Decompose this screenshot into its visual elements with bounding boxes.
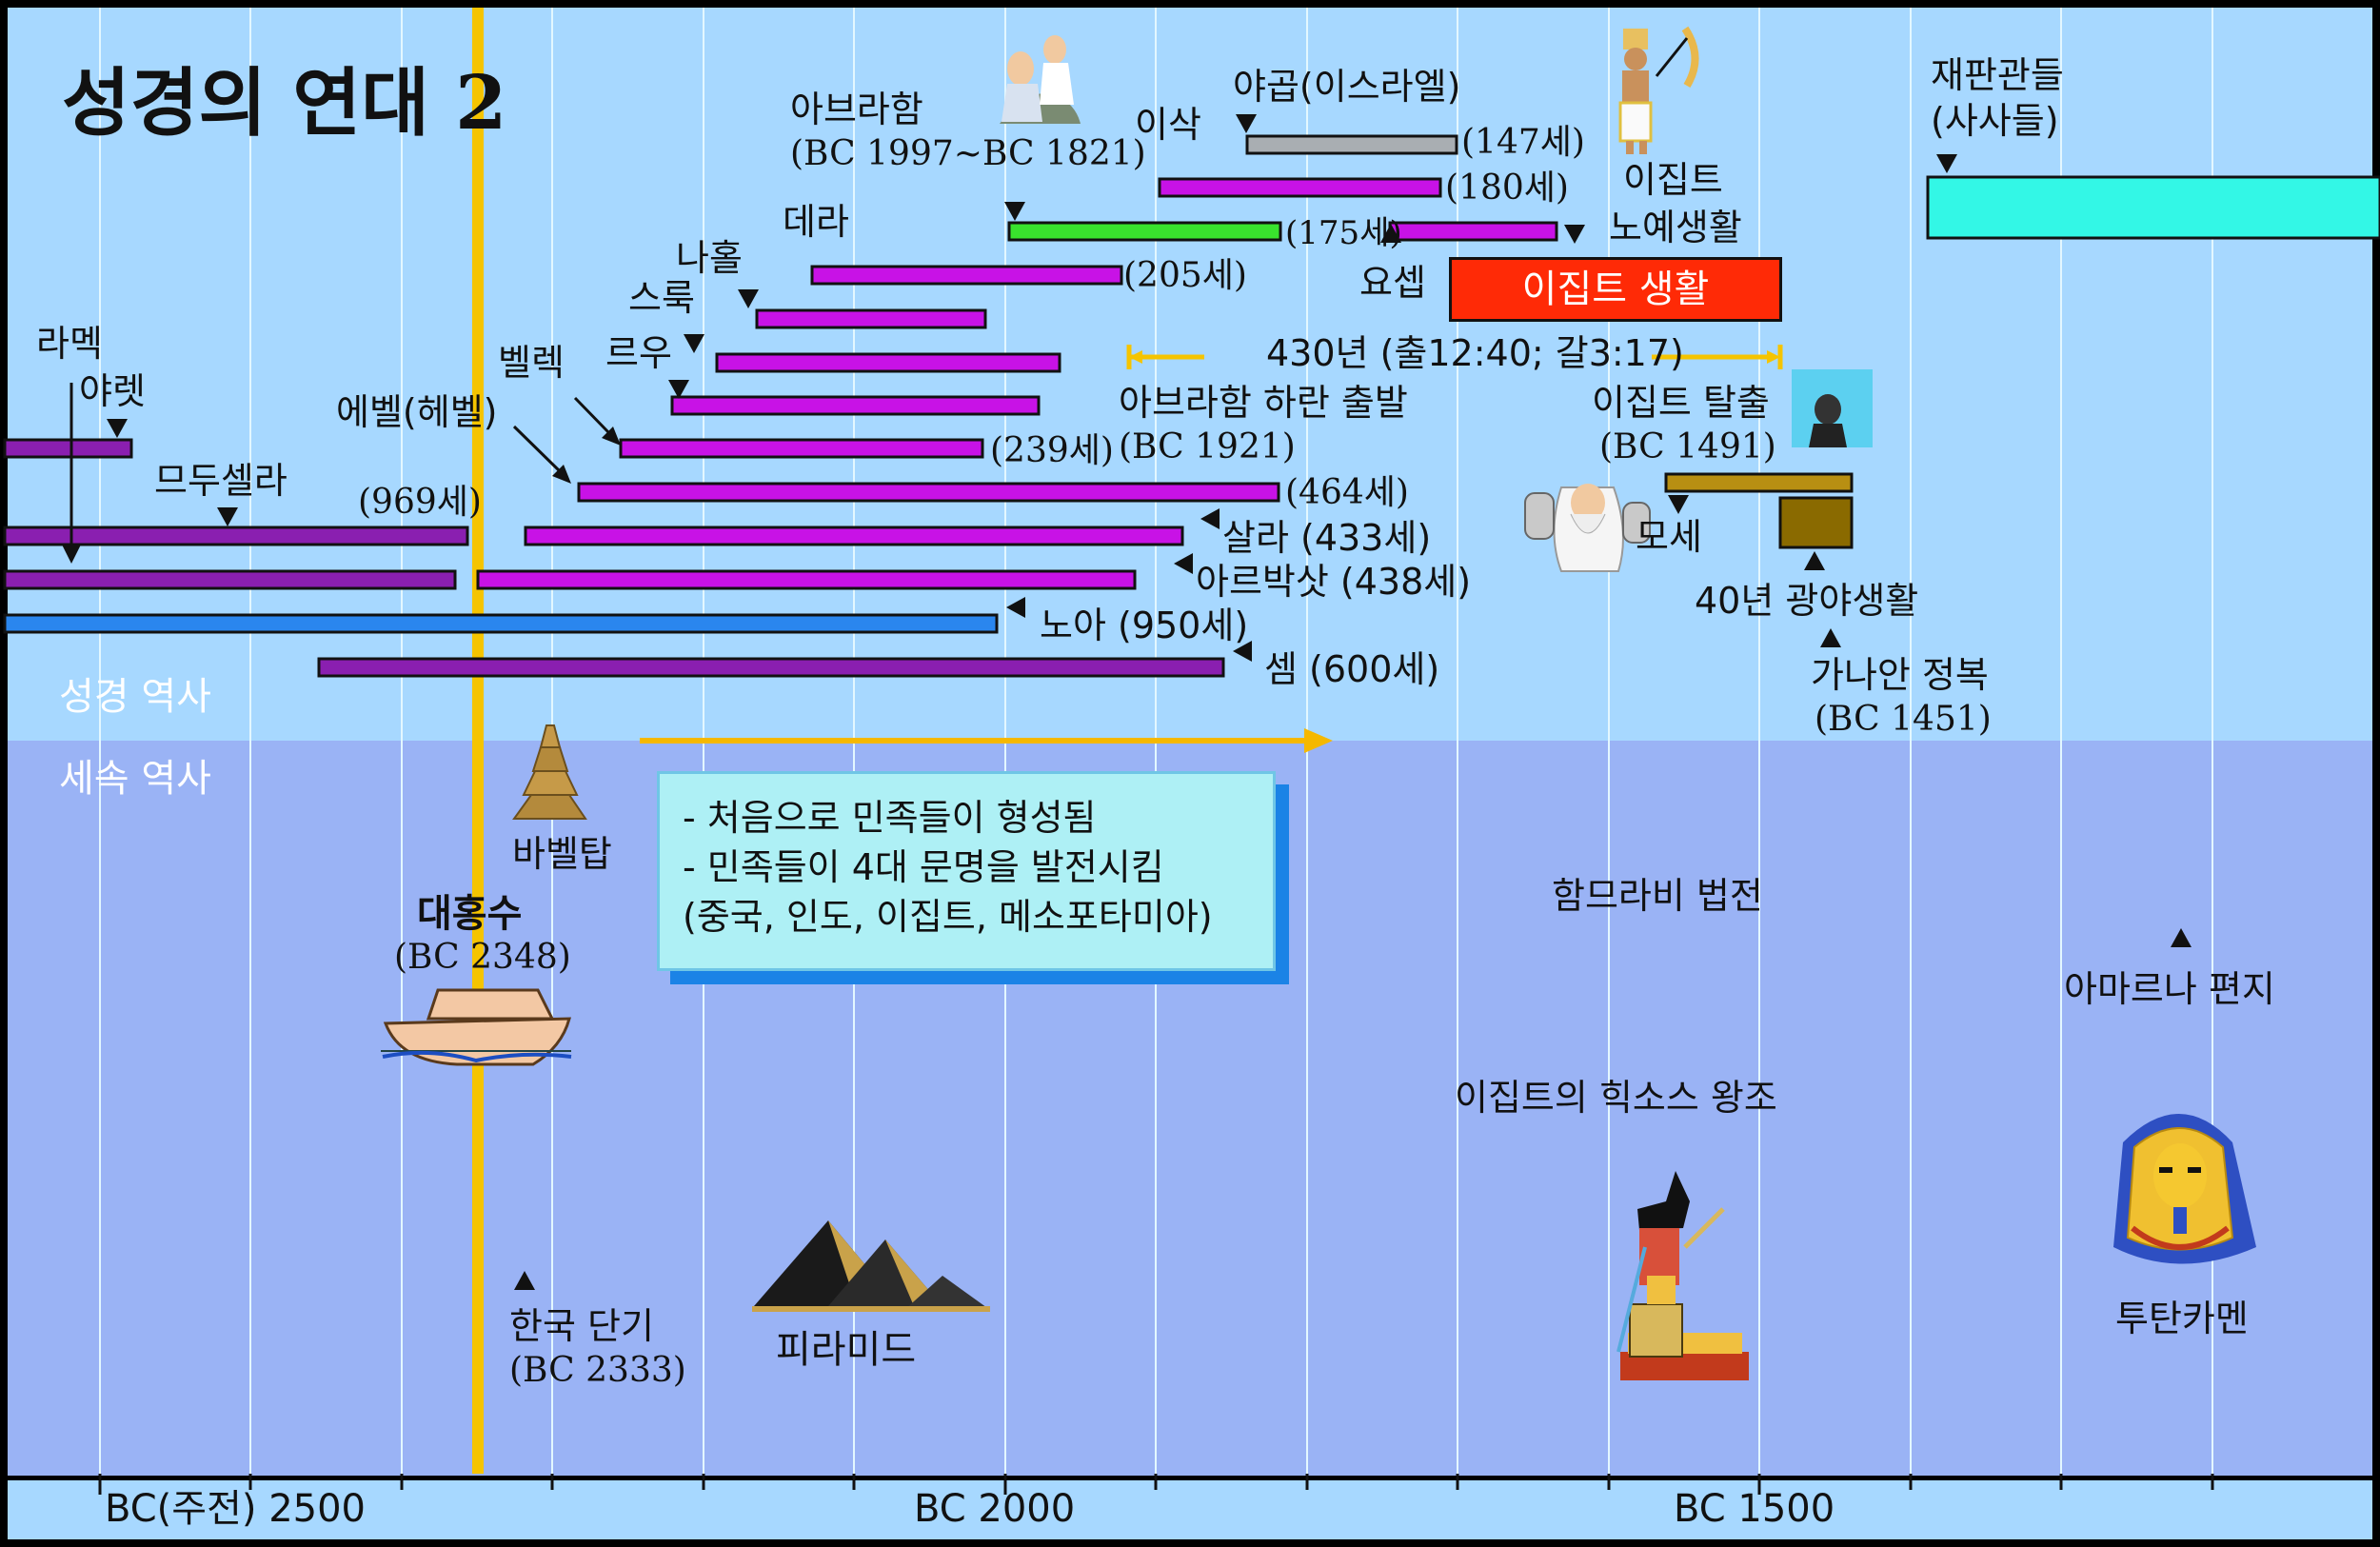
- nations-note: - 처음으로 민족들이 형성됨 - 민족들이 4대 문명을 발전시킴 (중국, …: [657, 771, 1276, 971]
- label-amarna: 아마르나 편지: [2064, 968, 2275, 1010]
- label-peleg: 벨렉: [498, 342, 565, 384]
- leader-arrows: [69, 383, 611, 547]
- label-flood: 대홍수: [417, 892, 523, 936]
- bar-noah: [3, 613, 999, 634]
- label-jared: 야렛: [79, 370, 146, 412]
- axis-label-bc2500: BC(주전) 2500: [105, 1487, 366, 1531]
- label-pyramid: 피라미드: [776, 1328, 917, 1372]
- label-reu: 르우: [605, 332, 672, 374]
- label-egypt-slavery-1: 이집트: [1623, 159, 1723, 201]
- label-exodus-date: (BC 1491): [1599, 427, 1776, 466]
- babel-tower-illustration: [512, 724, 587, 820]
- axis-label-bc2000: BC 2000: [914, 1487, 1076, 1531]
- label-wilderness: 40년 광야생활: [1695, 580, 1919, 622]
- label-salah: 살라 (433세): [1222, 517, 1432, 559]
- section-bible-history: 성경 역사: [59, 675, 211, 719]
- bar-jared: [3, 438, 133, 459]
- label-jacob-age: (147세): [1461, 123, 1585, 162]
- label-egypt-slavery-2: 노예생활: [1609, 207, 1742, 248]
- section-secular-history: 세속 역사: [59, 757, 211, 801]
- label-moses: 모세: [1636, 516, 1702, 558]
- label-430-years: 430년 (출12:40; 갈3:17): [1266, 332, 1684, 374]
- label-babel: 바벨탑: [512, 833, 612, 875]
- bar-eber: [577, 482, 1280, 503]
- noah-ark-illustration: [381, 988, 572, 1066]
- label-judges-2: (사사들): [1931, 100, 2059, 142]
- label-exodus: 이집트 탈출: [1592, 382, 1770, 424]
- label-terah: 데라: [783, 201, 849, 243]
- anubis-illustration: [1616, 1171, 1749, 1380]
- bar-peleg: [619, 438, 984, 459]
- label-joseph: 요셉: [1359, 262, 1426, 304]
- abraham-illustration: [1000, 35, 1081, 124]
- moses-illustration: [1524, 369, 1873, 572]
- joseph-illustration: [1618, 26, 1699, 154]
- bar-joseph: [1388, 221, 1558, 242]
- note-line-2: - 민족들이 4대 문명을 발전시킴: [683, 846, 1164, 888]
- bar-methuselah: [3, 526, 469, 546]
- page-title: 성경의 연대 2: [62, 60, 507, 147]
- nations-arrow: [640, 728, 1333, 753]
- label-lamech: 라멕: [36, 323, 103, 365]
- note-line-1: - 처음으로 민족들이 형성됨: [683, 797, 1097, 839]
- label-abraham-dates: (BC 1997~BC 1821): [790, 134, 1146, 173]
- bar-judges: [1926, 175, 2380, 240]
- label-terah-age: (205세): [1123, 256, 1247, 295]
- label-abraham: 아브라함: [790, 89, 923, 130]
- label-methuselah-age: (969세): [358, 483, 482, 522]
- label-nahor: 나홀: [676, 237, 743, 279]
- label-hammurabi: 함므라비 법전: [1552, 875, 1763, 917]
- bar-salah: [524, 526, 1184, 546]
- bar-moses: [1664, 472, 1854, 493]
- axis-band: [8, 1480, 2372, 1539]
- lifespan-bars: [3, 134, 2380, 678]
- bar-serug: [715, 352, 1061, 373]
- label-jacob: 야곱(이스라엘): [1233, 66, 1461, 108]
- label-flood-date: (BC 2348): [394, 938, 571, 977]
- label-eber-age: (464세): [1285, 473, 1409, 512]
- tutankhamun-illustration: [2113, 1114, 2256, 1264]
- bar-terah: [810, 265, 1123, 286]
- bar-wilderness: [1778, 496, 1854, 549]
- bar-lamech: [3, 569, 457, 590]
- label-methuselah: 므두셀라: [154, 460, 288, 502]
- flood-line: [472, 8, 484, 1474]
- bar-isaac: [1158, 177, 1442, 198]
- label-isaac-age: (180세): [1445, 169, 1569, 208]
- label-abraham-age: (175세): [1285, 214, 1402, 252]
- label-peleg-age: (239세): [990, 431, 1114, 470]
- bar-nahor: [755, 308, 987, 329]
- bar-shem: [317, 657, 1225, 678]
- label-korean-dangi: 한국 단기: [509, 1305, 654, 1347]
- label-canaan-conquest: 가나안 정복: [1811, 654, 1989, 696]
- label-hyksos: 이집트의 힉소스 왕조: [1455, 1077, 1777, 1119]
- label-judges-1: 재판관들: [1931, 54, 2064, 96]
- label-canaan-date: (BC 1451): [1815, 700, 1992, 739]
- label-shem: 셈 (600세): [1264, 648, 1440, 690]
- label-tutankhamun: 투탄카멘: [2115, 1298, 2249, 1339]
- label-serug: 스룩: [628, 277, 695, 319]
- note-line-3: (중국, 인도, 이집트, 메소포타미아): [683, 896, 1213, 938]
- bar-reu: [670, 395, 1041, 416]
- bar-abraham: [1007, 221, 1282, 242]
- pyramid-illustration: [752, 1220, 990, 1312]
- label-haran-date: (BC 1921): [1119, 427, 1296, 466]
- label-haran-departure: 아브라함 하란 출발: [1119, 382, 1408, 424]
- axis-ticks: [98, 1474, 2214, 1495]
- label-eber: 에벨(헤벨): [336, 391, 498, 433]
- bar-arphaxad: [476, 569, 1137, 590]
- axis-label-bc1500: BC 1500: [1674, 1487, 1835, 1531]
- label-isaac: 이삭: [1135, 104, 1201, 146]
- label-korean-dangi-date: (BC 2333): [509, 1351, 686, 1390]
- label-noah: 노아 (950세): [1040, 605, 1249, 646]
- bar-jacob: [1245, 134, 1458, 155]
- egypt-life-box: 이집트 생활: [1449, 257, 1782, 322]
- label-arphaxad: 아르박삿 (438세): [1196, 561, 1472, 603]
- pointer-markers: [107, 114, 2192, 1290]
